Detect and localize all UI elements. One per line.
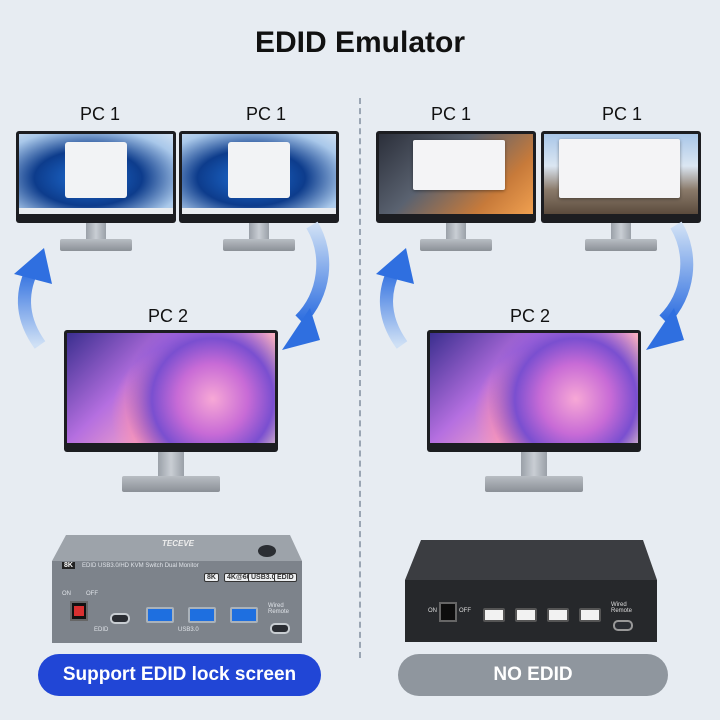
usb-port-1[interactable] <box>483 608 505 622</box>
on-label: ON <box>428 608 437 614</box>
right-pc2-label: PC 2 <box>509 306 551 326</box>
left-up-arrow <box>14 248 52 349</box>
right-up-arrow <box>376 248 414 349</box>
win11-screen <box>19 134 173 214</box>
usb-port-3[interactable] <box>230 607 258 623</box>
wired-remote-port[interactable] <box>270 623 290 634</box>
wired-remote-label: Wired Remote <box>268 603 290 615</box>
power-switch[interactable] <box>439 602 457 622</box>
right-pc1-label-a: PC 1 <box>430 104 472 124</box>
start-menu <box>228 142 290 198</box>
usb30-label: USB3.0 <box>178 627 199 633</box>
off-label: OFF <box>459 608 471 614</box>
usb-port-2[interactable] <box>515 608 537 622</box>
wired-remote-label: Wired Remote <box>611 602 633 614</box>
badge-edid: EDID <box>274 573 297 582</box>
right-pc1-label-b: PC 1 <box>601 104 643 124</box>
mac-screen <box>379 134 533 214</box>
page-title: EDID Emulator <box>254 26 466 59</box>
start-menu <box>65 142 127 198</box>
wired-remote-port[interactable] <box>613 620 633 631</box>
on-label: ON <box>62 591 71 597</box>
app-window <box>559 138 680 198</box>
right-monitor-pc1-a <box>376 131 536 256</box>
usb-port-2[interactable] <box>188 607 216 623</box>
taskbar <box>182 208 336 214</box>
usb-c-port[interactable] <box>110 613 130 624</box>
usb-port-4[interactable] <box>579 608 601 622</box>
left-monitor-pc2 <box>64 330 278 495</box>
flower-wallpaper <box>430 333 638 443</box>
left-monitor-pc1-a <box>16 131 176 256</box>
taskbar <box>19 208 173 214</box>
edid-label: EDID <box>94 627 109 633</box>
right-monitor-pc1-b <box>541 131 701 256</box>
left-pc2-label: PC 2 <box>147 306 189 326</box>
win11-screen <box>182 134 336 214</box>
left-down-arrow <box>282 221 330 350</box>
mountain-screen <box>544 134 698 214</box>
right-down-arrow <box>646 221 694 350</box>
usb-port-3[interactable] <box>547 608 569 622</box>
divider <box>359 98 361 658</box>
support-edid-pill: Support EDID lock screen <box>38 654 321 696</box>
badge-8k-left: 8K <box>62 562 75 569</box>
power-switch[interactable] <box>70 601 88 621</box>
usb-port-1[interactable] <box>146 607 174 623</box>
no-edid-pill: NO EDID <box>398 654 668 696</box>
flower-wallpaper <box>67 333 275 443</box>
left-pc1-label-a: PC 1 <box>79 104 121 124</box>
device-header-text: EDID USB3.0/HD KVM Switch Dual Monitor <box>82 563 199 569</box>
right-monitor-pc2 <box>427 330 641 495</box>
left-pc1-label-b: PC 1 <box>245 104 287 124</box>
kvm-switch-black: ON OFF Wired Remote <box>405 540 657 642</box>
off-label: OFF <box>86 591 98 597</box>
badge-8k: 8K <box>204 573 219 582</box>
kvm-switch-silver: TECEVE 8K EDID USB3.0/HD KVM Switch Dual… <box>52 531 302 643</box>
remote-button[interactable] <box>258 545 276 557</box>
left-monitor-pc1-b <box>179 131 339 256</box>
brand-logo: TECEVE <box>162 539 195 548</box>
finder-window <box>412 140 506 190</box>
